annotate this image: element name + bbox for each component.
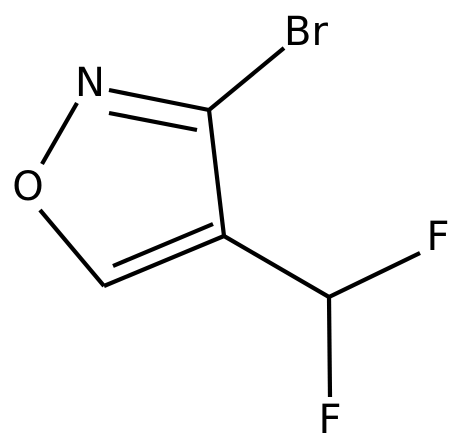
- atom-label-fluorine-top: F: [426, 214, 449, 260]
- bond-c4-c3: [206, 109, 227, 237]
- atom-label-fluorine-bottom: F: [318, 397, 341, 443]
- bond-c5-c4-double: [112, 222, 214, 268]
- atom-label-bromine: Br: [284, 9, 328, 55]
- bond-c4-chf2: [222, 234, 331, 299]
- bond-chf2-f-top: [328, 251, 421, 299]
- bond-o-c5: [38, 208, 106, 288]
- bond-c3-br: [207, 46, 286, 112]
- bond-n-c3-single: [108, 87, 210, 113]
- bond-n-o: [40, 101, 79, 166]
- atom-label-oxygen: O: [12, 164, 43, 210]
- bond-chf2-f-bottom: [326, 296, 333, 398]
- atom-label-nitrogen: N: [75, 60, 105, 106]
- bond-c5-c4-single: [103, 234, 225, 288]
- bond-n-c3-double: [108, 110, 198, 133]
